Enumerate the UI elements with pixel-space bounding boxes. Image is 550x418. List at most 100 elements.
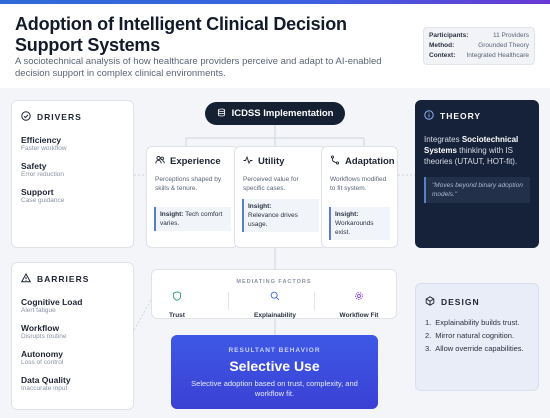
barriers-title: BARRIERS [37, 274, 90, 284]
experience-node: Experience Perceptions shaped by skills … [146, 146, 239, 248]
design-heading: DESIGN [425, 296, 529, 308]
meta-key: Participants: [429, 32, 469, 39]
barrier-sub: Alert fatigue [21, 307, 56, 314]
implementation-label: ICDSS Implementation [231, 108, 334, 119]
meta-value: Integrated Healthcare [466, 52, 529, 59]
column-desc: Perceptions shaped by skills & tenure. [155, 176, 222, 192]
page-title: Adoption of Intelligent Clinical Decisio… [15, 14, 347, 55]
gear-icon [324, 291, 394, 301]
insight-box: Insight: Workarounds exist. [329, 207, 390, 240]
drivers-title: DRIVERS [37, 112, 82, 122]
factor-divider [228, 292, 229, 310]
theory-heading: THEORY [424, 110, 530, 122]
factor-label: Explainability [254, 312, 296, 319]
activity-icon [243, 155, 253, 168]
barriers-card: BARRIERS Cognitive Load Alert fatigue Wo… [11, 262, 134, 410]
shield-icon [142, 291, 212, 301]
study-meta-box: Participants: 11 Providers Method: Groun… [423, 27, 535, 65]
result-desc: Selective adoption based on trust, compl… [191, 379, 358, 398]
warning-icon [20, 272, 32, 285]
page-subtitle: A sociotechnical analysis of how healthc… [15, 56, 382, 79]
adaptation-heading: Adaptation [330, 155, 395, 168]
driver-sub: Case guidance [21, 197, 65, 204]
meta-row-method: Method: Grounded Theory [429, 41, 529, 51]
theory-body: Integrates Sociotechnical Systems thinki… [424, 134, 530, 167]
factor-trust: Trust [142, 291, 212, 322]
factor-label: Trust [169, 312, 185, 319]
insight-box: Insight: Tech comfort varies. [154, 207, 231, 231]
top-accent-bar [0, 0, 550, 4]
database-icon [217, 108, 226, 120]
factor-label: Workflow Fit [339, 312, 379, 319]
barriers-heading: BARRIERS [20, 272, 124, 285]
mediating-label: MEDIATING FACTORS [236, 279, 312, 285]
driver-sub: Error reduction [21, 171, 64, 178]
experience-heading: Experience [155, 155, 230, 168]
barrier-item: Autonomy Loss of control [21, 349, 124, 367]
drivers-card: DRIVERS Efficiency Faster workflow Safet… [11, 100, 134, 248]
barrier-sub: Loss of control [21, 359, 64, 366]
theory-card: THEORY Integrates Sociotechnical Systems… [415, 100, 539, 248]
item-text: Mirror natural cognition. [435, 331, 515, 340]
driver-title: Safety [21, 161, 47, 171]
meta-value: 11 Providers [492, 32, 529, 39]
barrier-item: Data Quality Inaccurate input [21, 375, 124, 393]
item-text: Explainability builds trust. [435, 318, 520, 327]
insight-text: Workarounds exist. [335, 220, 374, 236]
search-icon [240, 291, 310, 301]
driver-item: Efficiency Faster workflow [21, 135, 124, 153]
factor-divider [314, 292, 315, 310]
utility-node: Utility Perceived value for specific cas… [234, 146, 327, 248]
insight-key: Insight: [160, 211, 184, 218]
check-circle-icon [21, 111, 31, 123]
meta-key: Context: [429, 52, 456, 59]
theory-post: thinking with IS theories (UTAUT, HOT-fi… [424, 146, 518, 166]
mediating-factors-card: MEDIATING FACTORS Trust Explainability W… [151, 269, 397, 319]
insight-text: Relevance drives usage. [248, 212, 298, 228]
column-title: Experience [170, 156, 221, 167]
meta-value: Grounded Theory [478, 42, 529, 49]
theory-title: THEORY [440, 111, 482, 121]
column-desc: Perceived value for specific cases. [243, 176, 299, 192]
column-title: Utility [258, 156, 285, 167]
icdss-implementation-node: ICDSS Implementation [205, 102, 345, 125]
list-item: 1.Explainability builds trust. [425, 318, 529, 328]
meta-key: Method: [429, 42, 455, 49]
result-title: Selective Use [229, 358, 320, 374]
driver-title: Support [21, 187, 54, 197]
result-kicker: RESULTANT BEHAVIOR [228, 347, 321, 354]
list-item: 3.Allow override capabilities. [425, 344, 529, 354]
insight-box: Insight: Relevance drives usage. [242, 199, 319, 232]
barrier-sub: Disrupts routine [21, 333, 67, 340]
list-item: 2.Mirror natural cognition. [425, 331, 529, 341]
insight-key: Insight: [248, 203, 272, 210]
item-number: 1. [425, 318, 432, 327]
column-desc: Workflows modified to fit system. [330, 176, 387, 192]
info-icon [424, 110, 434, 122]
design-title: DESIGN [441, 297, 480, 307]
driver-sub: Faster workflow [21, 145, 67, 152]
item-number: 3. [425, 344, 432, 353]
factor-workflow-fit: Workflow Fit [324, 291, 394, 322]
adaptation-node: Adaptation Workflows modified to fit sys… [321, 146, 398, 248]
theory-pre: Integrates [424, 135, 462, 144]
branch-icon [330, 155, 340, 168]
design-list: 1.Explainability builds trust. 2.Mirror … [425, 318, 529, 354]
insight-key: Insight: [335, 211, 359, 218]
barrier-title: Autonomy [21, 349, 64, 359]
barrier-item: Cognitive Load Alert fatigue [21, 297, 124, 315]
driver-item: Safety Error reduction [21, 161, 124, 179]
barrier-item: Workflow Disrupts routine [21, 323, 124, 341]
column-title: Adaptation [345, 156, 395, 167]
factor-explainability: Explainability [240, 291, 310, 322]
resultant-behavior-node: RESULTANT BEHAVIOR Selective Use Selecti… [171, 335, 378, 409]
cube-icon [425, 296, 435, 308]
barrier-title: Cognitive Load [21, 297, 83, 307]
item-number: 2. [425, 331, 432, 340]
barrier-title: Data Quality [21, 375, 71, 385]
theory-quote: "Moves beyond binary adoption models." [424, 177, 530, 203]
theory-bold: Sociotechnical Systems [424, 135, 519, 155]
barrier-title: Workflow [21, 323, 60, 333]
meta-row-participants: Participants: 11 Providers [429, 31, 529, 41]
